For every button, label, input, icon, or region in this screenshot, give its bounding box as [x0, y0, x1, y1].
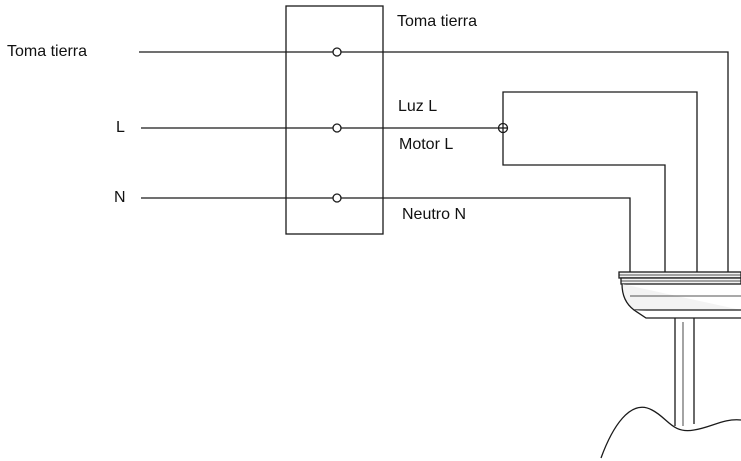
label-light: Luz L	[398, 98, 438, 115]
label-live-in: L	[116, 119, 125, 136]
fan-downrod	[674, 318, 695, 426]
wire-earth-out	[340, 51, 729, 278]
wire-neutral-out	[340, 197, 631, 278]
label-earth-in: Toma tierra	[7, 43, 88, 60]
label-motor: Motor L	[399, 136, 454, 153]
wire-light	[502, 91, 698, 278]
terminal-screw-neutral	[332, 193, 342, 203]
wire-motor	[502, 128, 666, 278]
label-earth-out: Toma tierra	[397, 13, 478, 30]
fan-body-break-line	[600, 406, 741, 459]
fan-canopy	[618, 271, 741, 319]
label-neutral-out: Neutro N	[402, 206, 467, 223]
terminal-screw-live	[332, 123, 342, 133]
label-neutral-in: N	[114, 189, 126, 206]
terminal-screw-earth	[332, 47, 342, 57]
